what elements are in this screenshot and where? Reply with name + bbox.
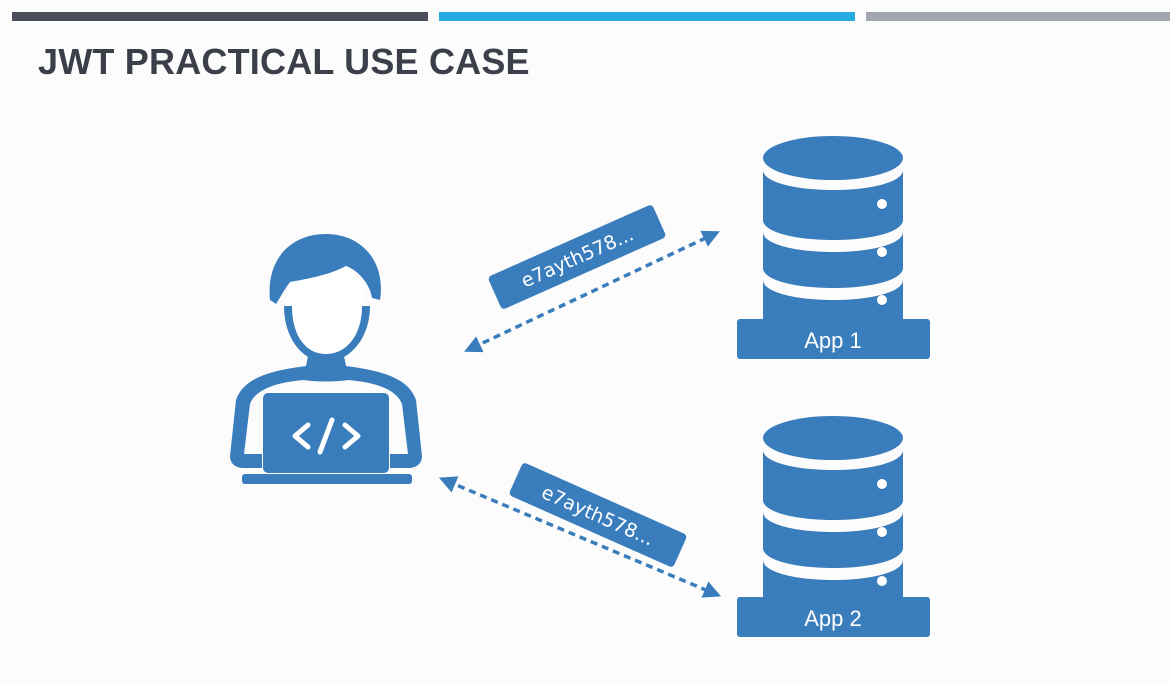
app-2-label: App 2 — [804, 606, 862, 631]
slide-title: JWT PRACTICAL USE CASE — [38, 41, 530, 82]
code-icon — [292, 417, 361, 455]
accent-bar-gray — [866, 12, 1170, 21]
accent-bar-blue — [439, 12, 855, 21]
token-arrow-app-1 — [464, 230, 720, 353]
app-2-label-box — [737, 597, 930, 637]
app-1-database-icon: App 1 — [737, 136, 930, 359]
token-arrow-app-2 — [438, 476, 722, 598]
app-1-label: App 1 — [804, 328, 862, 353]
app-1-label-box — [737, 319, 930, 359]
accent-bar-dark — [12, 12, 428, 21]
app-2-database-icon: App 2 — [737, 416, 930, 637]
developer-laptop-icon — [230, 234, 422, 484]
token-badge-app-2: e7ayth578... — [509, 463, 687, 567]
token-badge-app-1: e7ayth578... — [488, 205, 666, 309]
